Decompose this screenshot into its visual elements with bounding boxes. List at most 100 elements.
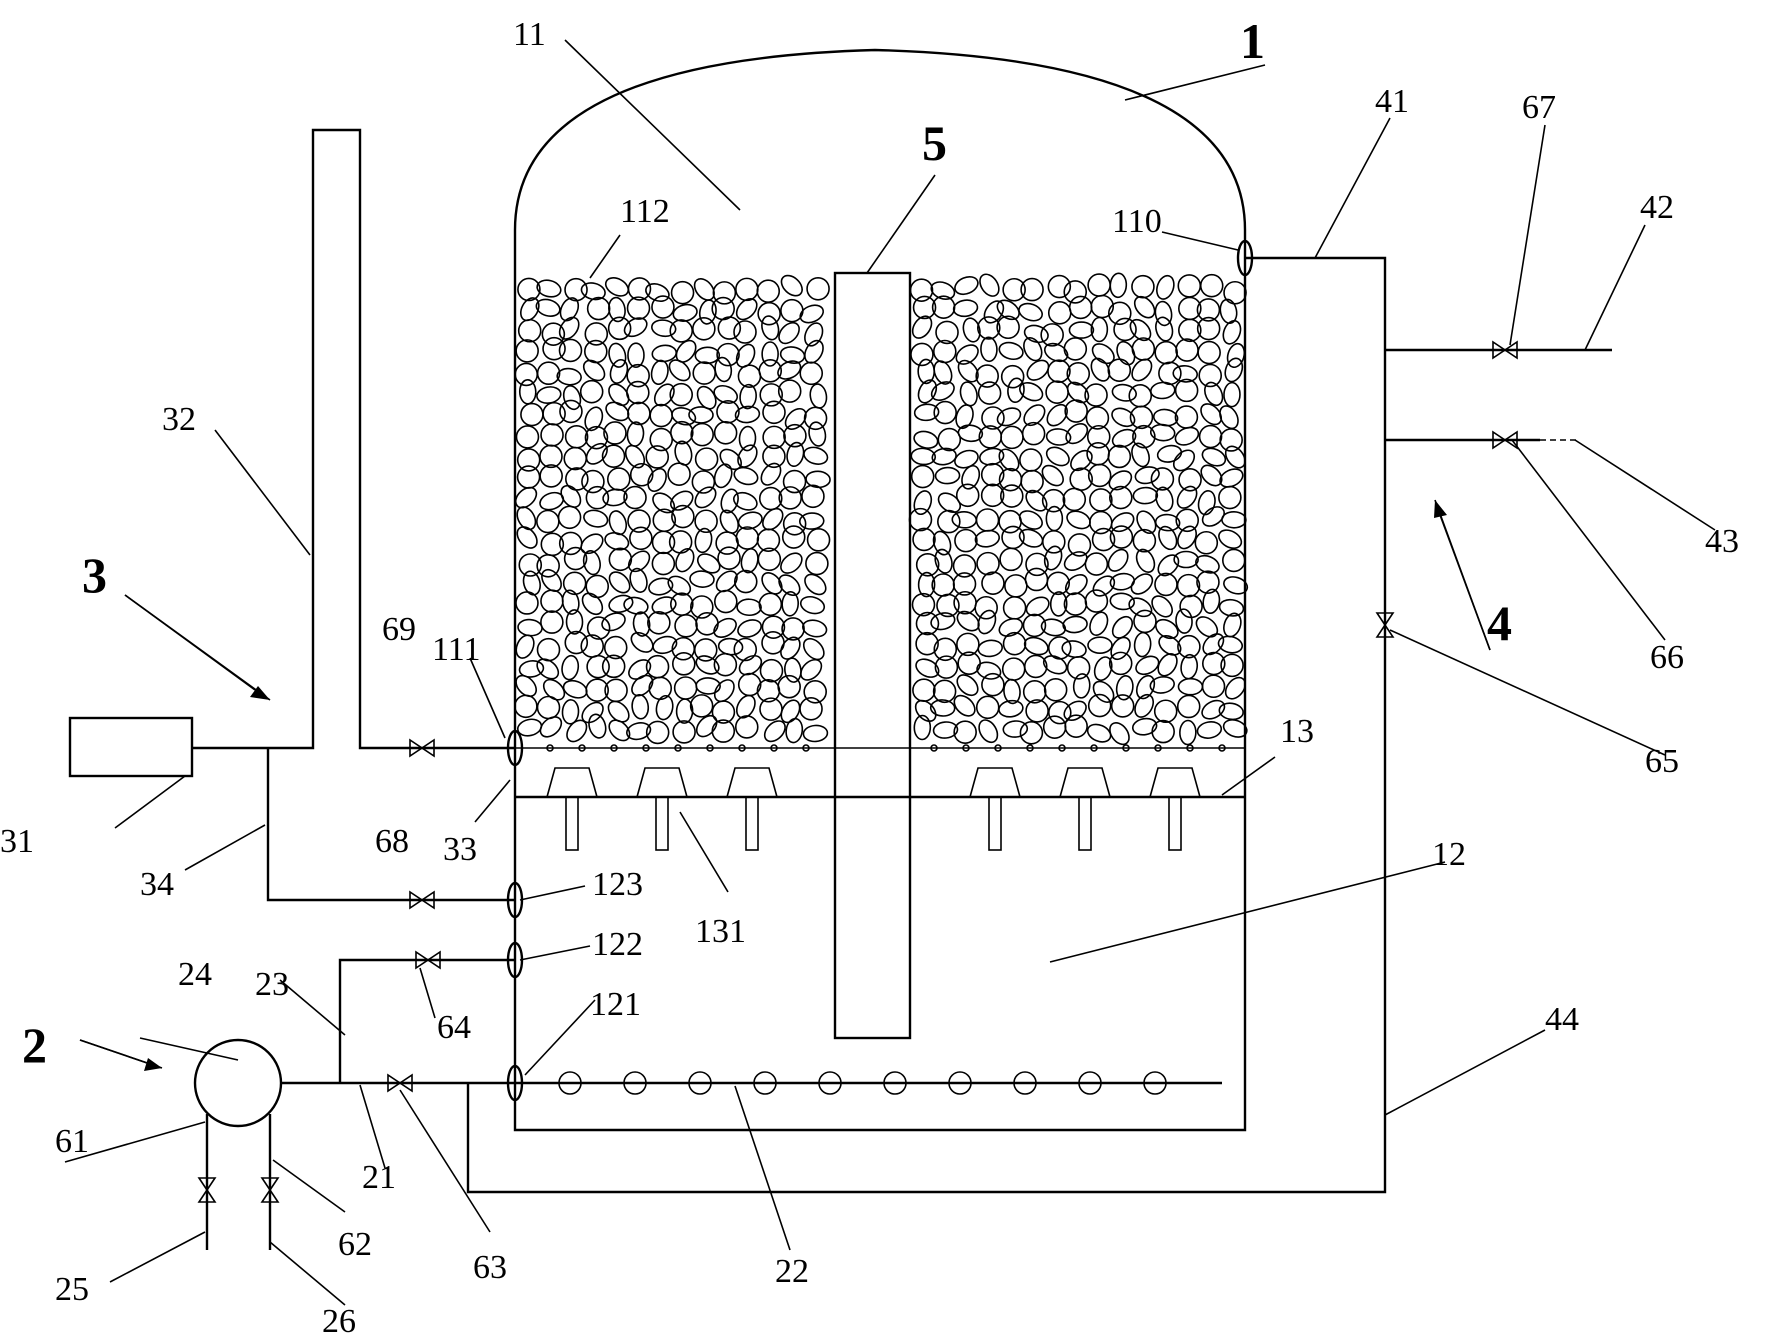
- grid-hole: [1154, 744, 1162, 752]
- packing-pellet: [713, 463, 733, 489]
- packing-sphere: [777, 379, 802, 403]
- packing-pellet: [733, 466, 759, 486]
- packing-pellet: [1023, 404, 1046, 427]
- packing-pellet: [761, 315, 780, 341]
- packing-pellet: [1109, 592, 1136, 611]
- packing-pellet: [1222, 719, 1248, 738]
- packing-pellet: [626, 421, 645, 447]
- packing-pellet: [809, 383, 828, 409]
- packing-pellet: [1089, 611, 1109, 636]
- packing-pellet: [802, 724, 829, 743]
- packing-sphere: [540, 589, 564, 613]
- packing-pellet: [1179, 719, 1197, 746]
- packing-sphere: [1108, 485, 1133, 510]
- packing-sphere: [601, 654, 626, 679]
- packing-pellet: [937, 492, 962, 513]
- packing-sphere: [735, 277, 759, 302]
- packing-sphere: [1201, 674, 1226, 699]
- packing-pellet: [675, 548, 695, 573]
- packing-sphere: [803, 679, 827, 704]
- packing-sphere: [1062, 487, 1087, 512]
- packing-sphere: [756, 279, 781, 303]
- packing-pellet: [998, 341, 1024, 361]
- packing-pellet: [913, 490, 933, 516]
- label-123: 123: [592, 866, 643, 903]
- packing-pellet: [998, 699, 1024, 718]
- packing-pellet: [583, 509, 609, 528]
- packing-sphere: [1087, 693, 1112, 718]
- packing-sphere: [564, 630, 589, 655]
- grid-hole: [738, 744, 746, 752]
- packing-pellet: [630, 631, 654, 653]
- packing-pellet: [1091, 343, 1115, 365]
- packing-pellet: [566, 719, 588, 743]
- packing-sphere: [541, 322, 566, 346]
- packing-pellet: [561, 699, 580, 725]
- packing-sphere: [1024, 567, 1049, 592]
- packing-pellet: [580, 282, 606, 301]
- packing-pellet: [1025, 596, 1050, 617]
- pipe-41-44: [466, 256, 1387, 1194]
- packing-sphere: [627, 509, 651, 533]
- packing-pellet: [1217, 635, 1244, 654]
- packing-sphere: [1042, 715, 1067, 739]
- packing-sphere: [627, 401, 651, 426]
- valve-half: [420, 738, 435, 758]
- packing-sphere: [1045, 380, 1069, 405]
- label-12: 12: [1432, 836, 1466, 873]
- packing-pellet: [778, 321, 800, 345]
- packing-pellet: [669, 490, 694, 511]
- packing-pellet: [1065, 423, 1089, 445]
- packing-sphere: [717, 316, 742, 340]
- packing-sphere: [974, 595, 998, 620]
- packing-sphere: [517, 277, 541, 302]
- packing-pellet: [1155, 618, 1179, 640]
- packing-sphere: [1151, 719, 1175, 744]
- packing-pellet: [808, 421, 827, 447]
- packing-pellet: [780, 274, 803, 297]
- packing-sphere: [581, 469, 605, 494]
- packing-sphere: [540, 610, 564, 634]
- packing-sphere: [782, 469, 807, 494]
- packing-sphere: [627, 277, 652, 301]
- packing-pellet: [650, 359, 669, 385]
- packing-sphere: [562, 571, 587, 596]
- packing-sphere: [1113, 317, 1137, 342]
- grid-hole: [1218, 744, 1226, 752]
- packing-sphere: [671, 504, 695, 529]
- aerator-hole: [1078, 1071, 1102, 1095]
- aerator-hole: [688, 1071, 712, 1095]
- packing-sphere: [516, 448, 541, 472]
- grid-hole: [802, 744, 810, 752]
- packing-pellet: [1023, 636, 1049, 656]
- valve-half: [409, 738, 424, 758]
- packing-sphere: [733, 637, 758, 662]
- packing-pellet: [761, 341, 779, 367]
- packing-pellet: [1218, 702, 1244, 721]
- packing-pellet: [913, 403, 940, 422]
- packing-sphere: [1047, 301, 1072, 325]
- packing-sphere: [536, 361, 561, 386]
- packing-pellet: [608, 383, 630, 407]
- packing-sphere: [629, 462, 654, 487]
- packing-pellet: [780, 552, 803, 574]
- packing-sphere: [1132, 424, 1156, 449]
- packing-sphere: [536, 695, 561, 720]
- packing-sphere: [1178, 318, 1202, 343]
- grid-hole: [1122, 744, 1130, 752]
- packing-sphere: [1175, 508, 1200, 533]
- packing-sphere: [735, 526, 760, 550]
- packing-pellet: [556, 367, 582, 386]
- packing-sphere: [713, 421, 738, 445]
- packing-sphere: [1067, 533, 1092, 557]
- packing-pellet: [739, 383, 757, 410]
- packing-sphere: [1084, 552, 1109, 576]
- grid-hole: [962, 744, 970, 752]
- nozzle-stem: [1168, 796, 1182, 851]
- aerator-hole: [753, 1071, 777, 1095]
- packing-pellet: [954, 276, 979, 296]
- packing-sphere: [980, 462, 1005, 487]
- packing-sphere: [1176, 573, 1201, 598]
- valve-half: [260, 1188, 280, 1203]
- packing-pellet: [696, 553, 721, 574]
